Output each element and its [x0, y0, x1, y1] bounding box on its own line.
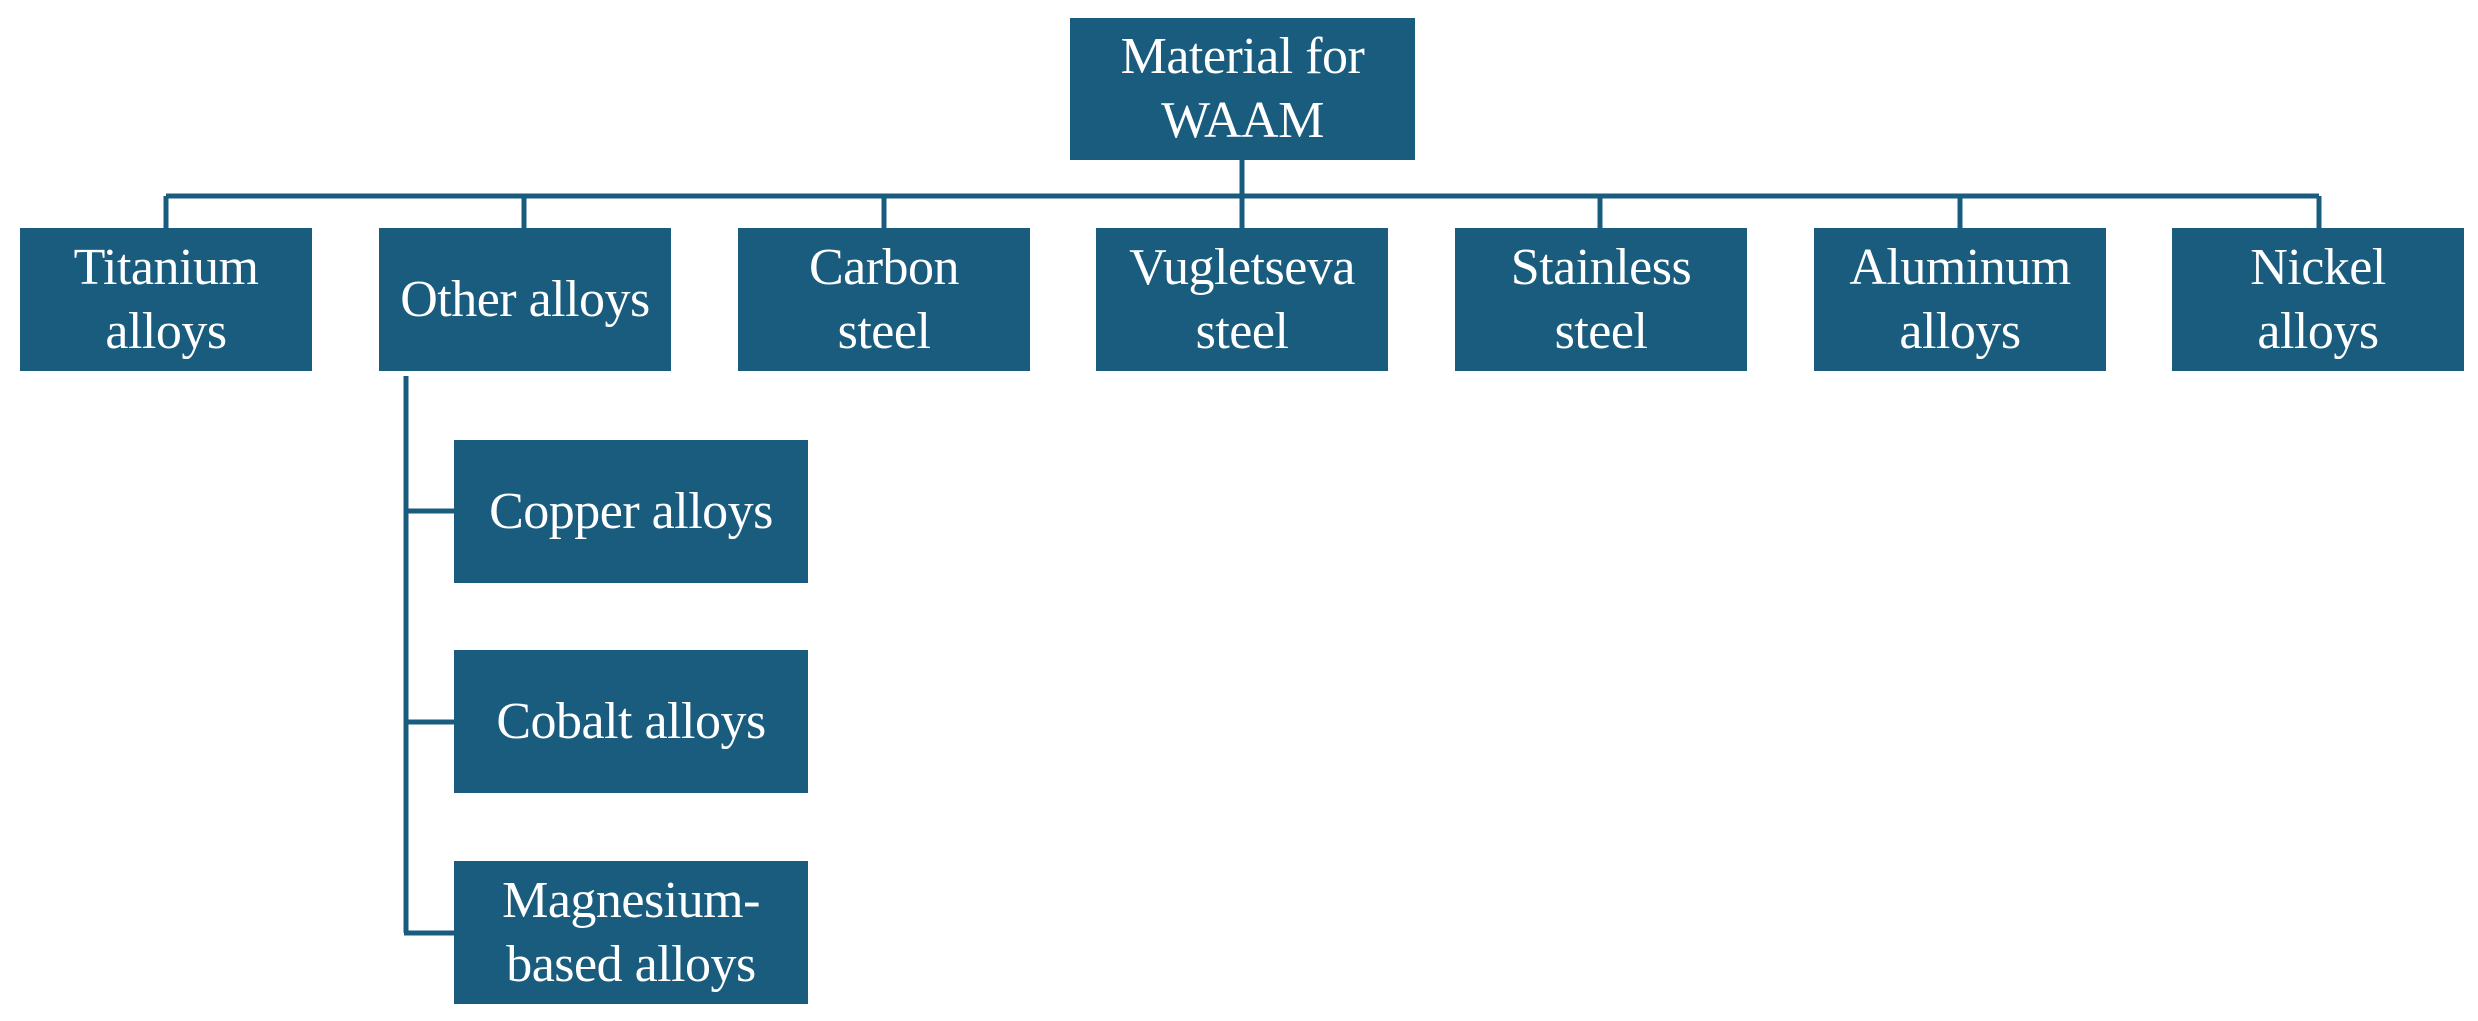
titanium-label-line2: alloys — [105, 302, 227, 360]
node-cobalt-alloys: Cobalt alloys — [454, 650, 808, 793]
node-carbon-steel: Carbon steel — [738, 228, 1030, 371]
vugletseva-label-line1: Vugletseva — [1129, 238, 1355, 296]
root-label-line2: WAAM — [1161, 92, 1324, 149]
magnesium-label-line2: based alloys — [506, 935, 756, 993]
magnesium-label-line1: Magnesium- — [502, 871, 760, 929]
other-alloys-label: Other alloys — [400, 270, 650, 328]
node-copper-alloys: Copper alloys — [454, 440, 808, 583]
carbon-label-line1: Carbon — [808, 238, 960, 296]
vugletseva-label-line2: steel — [1195, 302, 1289, 360]
node-vugletseva-steel: Vugletseva steel — [1096, 228, 1388, 371]
carbon-label-line2: steel — [837, 302, 931, 360]
nickel-label-line1: Nickel — [2250, 238, 2386, 296]
nickel-label-line2: alloys — [2257, 302, 2379, 360]
node-aluminum-alloys: Aluminum alloys — [1814, 228, 2106, 371]
node-stainless-steel: Stainless steel — [1455, 228, 1747, 371]
aluminum-label-line1: Aluminum — [1849, 238, 2071, 296]
root-node: Material for WAAM — [1070, 18, 1415, 160]
node-titanium-alloys: Titanium alloys — [20, 228, 312, 371]
root-label-line1: Material for — [1120, 28, 1365, 85]
copper-label: Copper alloys — [489, 482, 773, 540]
titanium-label-line1: Titanium — [73, 238, 259, 296]
node-magnesium-based-alloys: Magnesium- based alloys — [454, 861, 808, 1004]
stainless-label-line2: steel — [1554, 302, 1648, 360]
cobalt-label: Cobalt alloys — [496, 692, 766, 750]
node-nickel-alloys: Nickel alloys — [2172, 228, 2464, 371]
stainless-label-line1: Stainless — [1510, 238, 1692, 296]
node-other-alloys: Other alloys — [379, 228, 671, 371]
aluminum-label-line2: alloys — [1899, 302, 2021, 360]
